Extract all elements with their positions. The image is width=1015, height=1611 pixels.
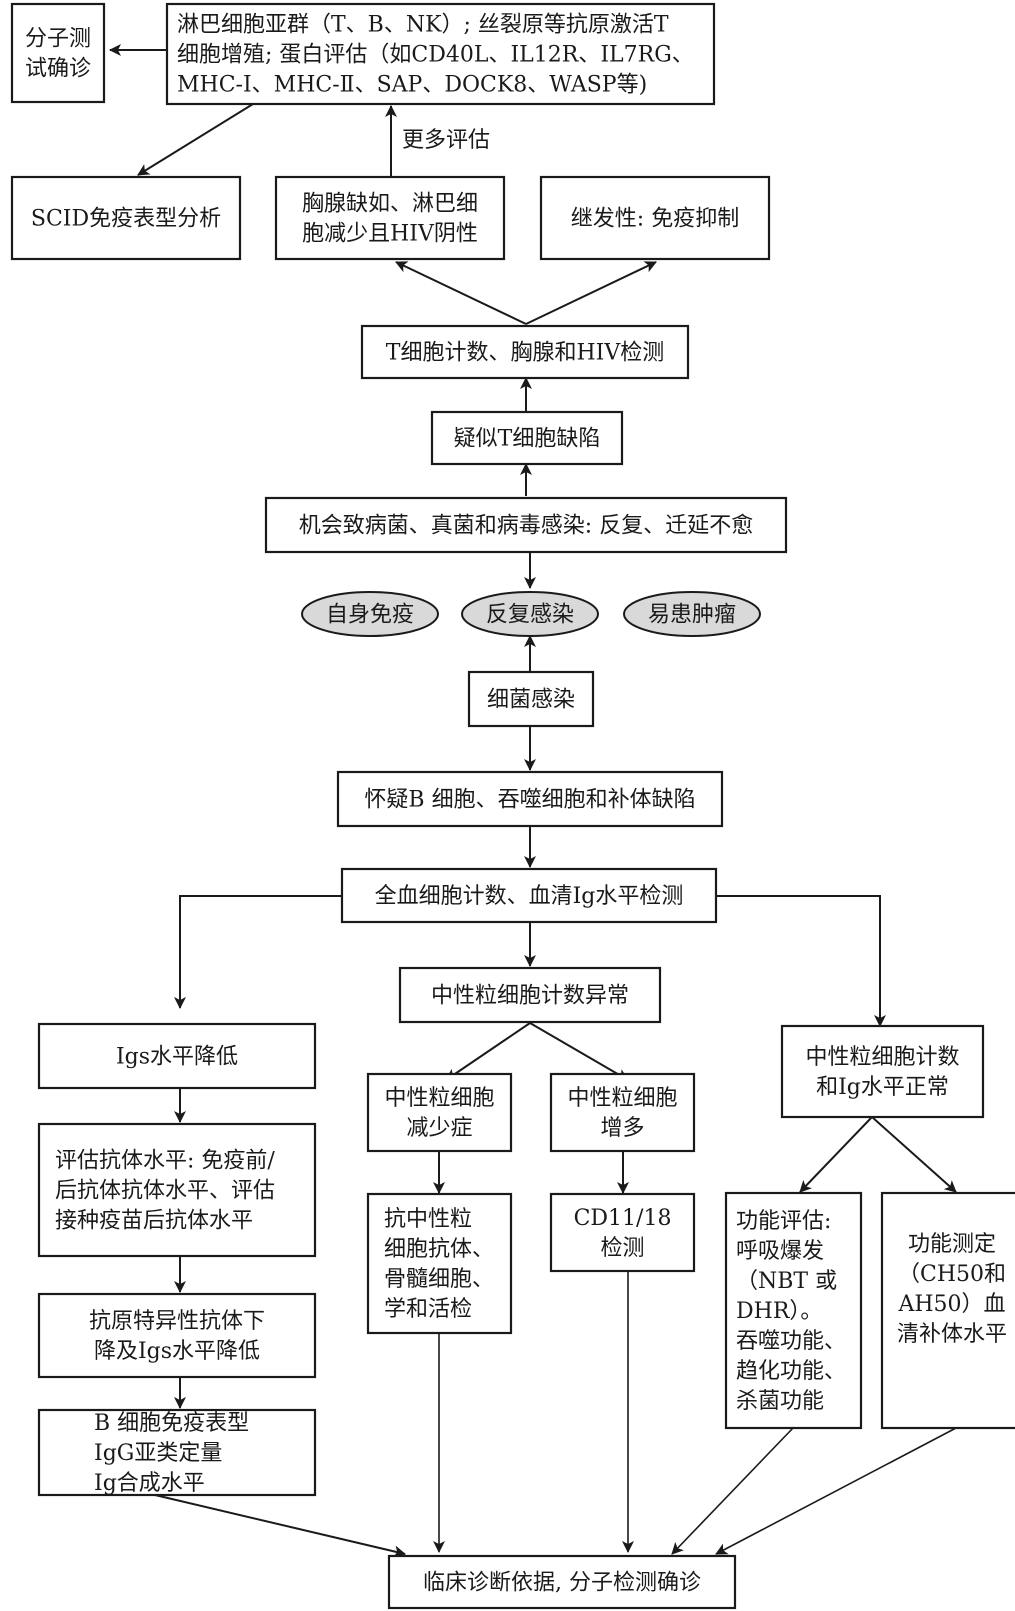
node-label-line: Ig合成水平 [94, 1471, 205, 1496]
node-label-line: 临床诊断依据, 分子检测确诊 [423, 1571, 701, 1596]
node-autoimmune: 自身免疫 [301, 591, 439, 637]
node-label-line: 检测 [600, 1236, 644, 1261]
node-tumor-prone: 易患肿瘤 [623, 591, 761, 637]
edge-cbc-to-igslow [174, 895, 342, 1009]
node-label-line: 中性粒细胞 [567, 1086, 677, 1111]
node-label-line: 呼吸爆发 [736, 1239, 824, 1264]
node-label-line: B 细胞免疫表型 [94, 1411, 249, 1436]
node-label-line: （CH50和 [898, 1262, 1006, 1287]
node-label-line: T细胞计数、胸腺和HIV检测 [386, 341, 664, 366]
node-label-line: 抗中性粒 [384, 1207, 472, 1232]
edge-cbc-to-normal [716, 895, 886, 1027]
node-label-line: IgG亚类定量 [94, 1441, 222, 1466]
node-label-line: 胞减少且HIV阴性 [302, 222, 478, 247]
edge-normal-to-complement [871, 1116, 957, 1193]
node-label-line: 趋化功能、 [736, 1359, 846, 1384]
node-label-line: 怀疑B 细胞、吞噬细胞和补体缺陷 [364, 788, 695, 813]
node-suspect-b-defect: 怀疑B 细胞、吞噬细胞和补体缺陷 [336, 770, 724, 828]
node-label-line: 学和活检 [384, 1297, 472, 1322]
node-label-line: 试确诊 [25, 57, 91, 82]
node-cd11-18: CD11/18 检测 [549, 1192, 696, 1273]
node-clinical-diagnosis: 临床诊断依据, 分子检测确诊 [387, 1554, 737, 1610]
node-igs-low: Igs水平降低 [37, 1022, 317, 1090]
node-label-line: 吞噬功能、 [736, 1329, 846, 1354]
node-label-line: 细胞抗体、 [384, 1237, 494, 1262]
node-label-line: 反复感染 [486, 603, 574, 628]
node-label-line: 增多 [600, 1116, 644, 1141]
node-label-line: AH50）血 [897, 1292, 1005, 1317]
node-label-line: 中性粒细胞 [384, 1086, 494, 1111]
node-label-line: Igs水平降低 [116, 1045, 238, 1070]
node-scid-phenotype: SCID免疫表型分析 [10, 175, 242, 261]
node-b-cell-phenotype: B 细胞免疫表型 IgG亚类定量 Ig合成水平 [37, 1408, 317, 1497]
node-recurrent-infection: 反复感染 [461, 591, 599, 637]
node-label-line: 机会致病菌、真菌和病毒感染: 反复、迁延不愈 [299, 514, 753, 539]
node-label-line: 骨髓细胞、 [384, 1267, 494, 1292]
node-label-line: 清补体水平 [897, 1322, 1007, 1347]
edge-complement-to-clinical [715, 1427, 957, 1555]
node-label-line: 杀菌功能 [736, 1389, 824, 1414]
node-label-line: 自身免疫 [326, 603, 414, 628]
node-label-line: 评估抗体水平: 免疫前/ [55, 1149, 275, 1174]
node-label-line: （NBT 或 [736, 1269, 837, 1294]
node-label-line: MHC-Ⅰ、MHC-Ⅱ、SAP、DOCK8、WASP等) [177, 73, 647, 98]
node-secondary: 继发性: 免疫抑制 [539, 175, 771, 261]
node-label-line: 分子测 [25, 27, 91, 52]
node-label-line: 淋巴细胞亚群（T、B、NK）; 丝裂原等抗原激活T [177, 13, 669, 38]
node-t-cell-count: T细胞计数、胸腺和HIV检测 [360, 324, 690, 380]
node-label-line: 疑似T细胞缺陷 [454, 427, 601, 452]
edge-bphenotype-to-clinical [154, 1494, 406, 1558]
node-label-line: 功能测定 [908, 1232, 996, 1257]
edge-abnormal-to-neutropenia [445, 1022, 531, 1081]
node-label-line: 细胞增殖; 蛋白评估（如CD40L、IL12R、IL7RG、 [177, 43, 694, 68]
node-lymph-subsets: 淋巴细胞亚群（T、B、NK）; 丝裂原等抗原激活T 细胞增殖; 蛋白评估（如CD4… [165, 2, 716, 106]
node-label-line: 后抗体抗体水平、评估 [55, 1179, 275, 1204]
node-function-eval: 功能评估: 呼吸爆发 （NBT 或 DHR）。吞噬功能、趋化功能、杀菌功能 [724, 1191, 863, 1430]
edge-label-more-eval: 更多评估 [402, 128, 490, 153]
edges: 更多评估 [109, 44, 957, 1558]
node-label-line: 易患肿瘤 [648, 603, 736, 628]
node-opportunistic: 机会致病菌、真菌和病毒感染: 反复、迁延不愈 [264, 496, 788, 554]
node-label-line: 减少症 [406, 1116, 472, 1141]
node-label-line: 中性粒细胞计数异常 [431, 984, 629, 1009]
node-label-line: 细菌感染 [487, 688, 575, 713]
edge-lymph-to-scid [137, 103, 254, 176]
edge-tcount-to-secondary [525, 261, 657, 325]
node-label-line: 接种疫苗后抗体水平 [55, 1209, 253, 1234]
node-label-line: SCID免疫表型分析 [31, 207, 221, 232]
node-cbc-ig: 全血细胞计数、血清Ig水平检测 [340, 867, 718, 924]
node-label-line: DHR）。 [736, 1299, 822, 1324]
node-suspect-t-defect: 疑似T细胞缺陷 [430, 410, 624, 466]
node-label-line: 中性粒细胞计数 [805, 1045, 959, 1070]
node-label-line: 降及Igs水平降低 [94, 1339, 260, 1364]
edge-abnormal-to-neutrophilia [529, 1022, 629, 1081]
edge-tcount-to-thymus [395, 261, 527, 325]
node-label-line: 抗原特异性抗体下 [89, 1309, 265, 1334]
edge-function-to-clinical [671, 1427, 794, 1555]
node-label-line: 继发性: 免疫抑制 [571, 207, 739, 232]
edge-normal-to-function [799, 1116, 873, 1193]
node-neutrophil-abnormal: 中性粒细胞计数异常 [398, 966, 662, 1024]
node-label-line: 功能评估: [736, 1209, 831, 1234]
node-bacterial-infection: 细菌感染 [467, 670, 595, 728]
node-label-line: 和Ig水平正常 [816, 1075, 949, 1100]
node-label-line: CD11/18 [574, 1206, 672, 1231]
node-label-line: 全血细胞计数、血清Ig水平检测 [375, 884, 684, 909]
node-label-line: 胸腺缺如、淋巴细 [302, 192, 478, 217]
